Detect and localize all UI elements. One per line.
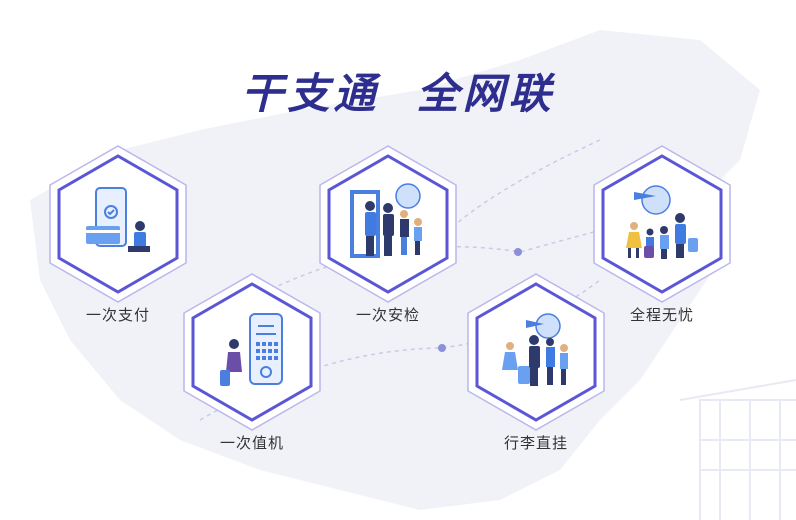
baggage-travelers-icon xyxy=(502,313,568,386)
page-title: 干支通 全网联 xyxy=(241,69,555,118)
feature-card-worry-free xyxy=(592,144,732,304)
family-globe-travel-icon xyxy=(626,185,698,259)
feature-card-checkin xyxy=(182,272,322,432)
route-node xyxy=(438,344,446,352)
feature-label: 一次支付 xyxy=(85,306,150,324)
route-node xyxy=(514,248,522,256)
hexagon-frame xyxy=(593,145,731,303)
feature-label: 一次安检 xyxy=(355,306,420,324)
feature-card-payment xyxy=(48,144,188,304)
phone-card-payment-icon xyxy=(86,187,150,252)
feature-label: 一次值机 xyxy=(219,434,284,452)
feature-label: 行李直挂 xyxy=(503,434,568,452)
security-gate-icon xyxy=(350,183,422,258)
phone-boarding-pass-icon xyxy=(220,313,283,386)
feature-label: 全程无忧 xyxy=(629,306,694,324)
feature-card-security xyxy=(318,144,458,304)
feature-card-baggage xyxy=(466,272,606,432)
airport-tower-silhouette xyxy=(679,379,796,520)
